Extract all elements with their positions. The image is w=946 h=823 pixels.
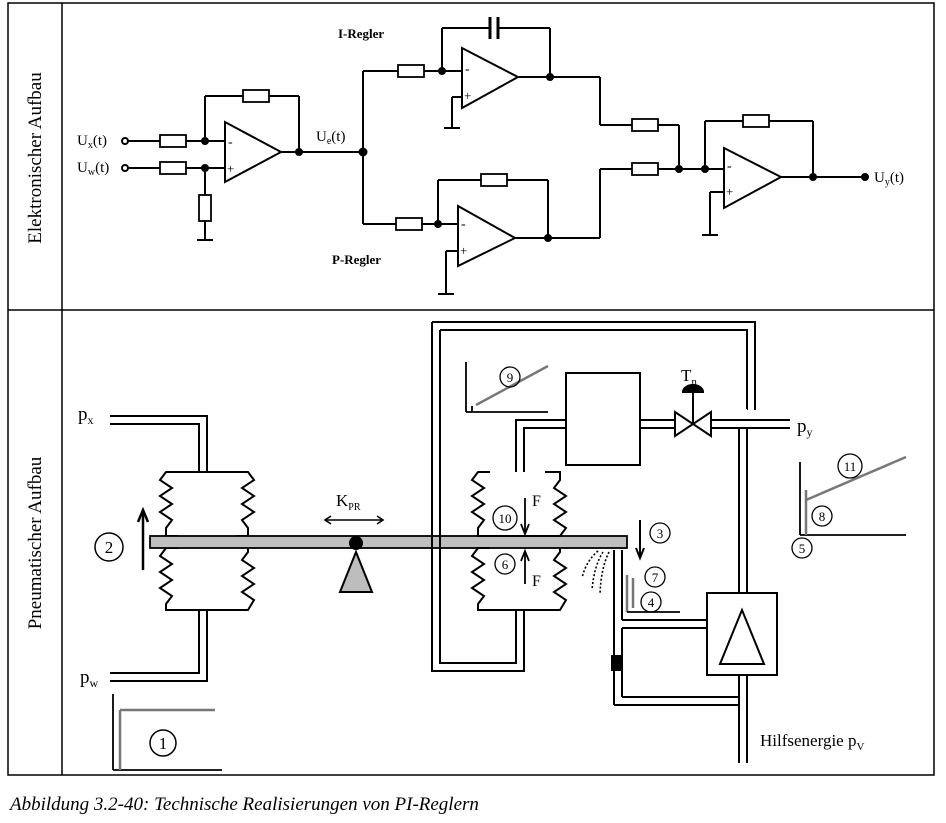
label-px: px xyxy=(78,404,94,427)
marker-10-label: 10 xyxy=(499,511,512,526)
fulcrum xyxy=(338,549,374,593)
label-uy: Uy(t) xyxy=(874,170,904,188)
volume-chamber xyxy=(565,372,641,466)
marker-3 xyxy=(649,522,671,544)
opamp-minus: - xyxy=(727,159,732,174)
marker-2-label: 2 xyxy=(105,538,114,557)
marker-9 xyxy=(499,366,521,388)
opamp-plus: + xyxy=(227,161,234,176)
marker-8-label: 8 xyxy=(819,509,826,524)
marker-6-label: 6 xyxy=(502,557,509,572)
marker-2 xyxy=(94,532,124,562)
figure-caption: Abbildung 3.2-40: Technische Realisierun… xyxy=(10,794,479,815)
marker-5 xyxy=(791,537,813,559)
panel-label-pneumatic: Pneumatischer Aufbau xyxy=(25,456,46,629)
marker-4 xyxy=(640,591,662,613)
opamp-plus: + xyxy=(464,88,471,103)
label-force-bottom: F xyxy=(532,573,541,590)
opamp-plus: + xyxy=(726,184,733,199)
pivot xyxy=(349,536,363,550)
lever-beam xyxy=(149,535,628,549)
bellows-upper-left xyxy=(158,471,178,537)
opamp-plus: + xyxy=(460,243,467,258)
marker-5-label: 5 xyxy=(799,541,806,556)
marker-3-label: 3 xyxy=(657,526,664,541)
label-force-top: F xyxy=(532,493,541,510)
label-i-regler: I-Regler xyxy=(338,26,384,41)
nozzle-jet xyxy=(581,550,610,595)
opamp-proportional xyxy=(457,204,518,268)
label-pw: pw xyxy=(80,667,99,690)
electronic-circuit xyxy=(121,17,869,295)
opamp-subtractor xyxy=(224,120,284,184)
marker-9-label: 9 xyxy=(507,370,514,385)
marker-1 xyxy=(149,729,177,757)
marker-1-label: 1 xyxy=(159,734,168,753)
label-hilfsenergie: Hilfsenergie pV xyxy=(760,731,864,753)
marker-10 xyxy=(492,505,518,531)
throttle-valve xyxy=(674,410,695,438)
label-ux: Ux(t) xyxy=(77,133,107,151)
label-p-regler: P-Regler xyxy=(332,252,381,267)
pneumatic-circuit xyxy=(94,321,907,771)
label-uw: Uw(t) xyxy=(77,160,109,178)
opamp-minus: - xyxy=(228,135,233,150)
bellows-upper-right xyxy=(470,471,568,537)
label-kpr: KPR xyxy=(336,491,361,513)
marker-8 xyxy=(811,505,833,527)
marker-4-label: 4 xyxy=(648,595,655,610)
opamp-summer xyxy=(723,146,784,210)
marker-7 xyxy=(644,566,666,588)
marker-11-label: 11 xyxy=(844,459,857,474)
label-tn: Tn xyxy=(681,366,697,388)
bellows-lower-left xyxy=(158,547,256,611)
label-ue: Ue(t) xyxy=(316,129,345,147)
label-py: py xyxy=(797,416,813,439)
marker-6 xyxy=(494,553,516,575)
marker-7-label: 7 xyxy=(652,570,659,585)
bellows-lower-right xyxy=(470,547,568,611)
pneumatic-amplifier xyxy=(706,592,778,676)
opamp-minus: - xyxy=(461,217,466,232)
panel-label-electronic: Elektronischer Aufbau xyxy=(25,72,46,244)
opamp-integrator xyxy=(461,46,521,110)
opamp-minus: - xyxy=(465,62,470,77)
marker-11 xyxy=(837,453,863,479)
outer-frame xyxy=(7,2,935,776)
